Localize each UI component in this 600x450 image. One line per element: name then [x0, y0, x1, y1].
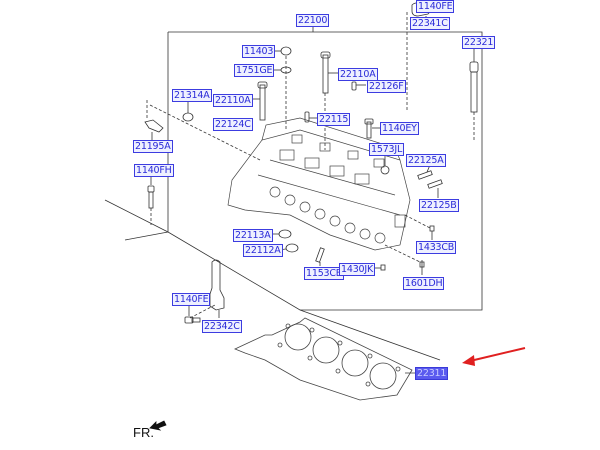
part-label-1430jk[interactable]: 1430JK	[339, 263, 376, 276]
cap-11403	[280, 46, 292, 56]
stud-1153cb	[315, 247, 325, 263]
bracket-21195a	[144, 119, 164, 133]
front-marker-label: FR.	[133, 425, 154, 440]
part-label-22342c[interactable]: 22342C	[202, 320, 242, 333]
head-bolt-22321	[469, 61, 479, 73]
cylinder-head	[227, 117, 411, 251]
front-direction-arrow	[149, 420, 167, 431]
bolt-1140fh	[147, 185, 155, 193]
part-label-22115[interactable]: 22115	[317, 113, 351, 126]
part-label-1573jl[interactable]: 1573JL	[369, 143, 405, 156]
part-label-22321[interactable]: 22321	[462, 36, 496, 49]
head-gasket-22311	[233, 317, 415, 401]
seal-22112a	[285, 243, 299, 253]
part-label-22100[interactable]: 22100	[296, 14, 330, 27]
part-label-1140fe-top[interactable]: 1140FE	[416, 0, 455, 13]
part-label-22112a[interactable]: 22112A	[243, 244, 283, 257]
plug-21314a	[182, 112, 194, 122]
bolt-22110a-left	[259, 84, 266, 121]
bolt-1140ey	[366, 121, 372, 139]
part-label-1601dh[interactable]: 1601DH	[403, 277, 445, 290]
part-label-22125b[interactable]: 22125B	[419, 199, 459, 212]
part-label-1751ge[interactable]: 1751GE	[234, 64, 275, 77]
part-label-1140fh[interactable]: 1140FH	[134, 164, 174, 177]
plug-1430jk	[380, 264, 386, 271]
assembly-frame	[167, 31, 483, 311]
part-label-22126f[interactable]: 22126F	[367, 80, 406, 93]
part-label-22113a[interactable]: 22113A	[233, 229, 273, 242]
part-label-22125a[interactable]: 22125A	[406, 154, 446, 167]
part-label-11403[interactable]: 11403	[242, 45, 276, 58]
part-label-22124c[interactable]: 22124C	[213, 118, 253, 131]
dowel-22115	[304, 111, 310, 123]
part-label-22110a-left[interactable]: 22110A	[213, 94, 253, 107]
seal-22113a	[278, 229, 292, 239]
pointer-arrow	[462, 347, 526, 366]
part-label-1433cb[interactable]: 1433CB	[416, 241, 457, 254]
part-label-21314a[interactable]: 21314A	[172, 89, 212, 102]
bracket-22342c	[209, 259, 225, 311]
part-label-22341c[interactable]: 22341C	[410, 17, 450, 30]
part-label-1140ey[interactable]: 1140EY	[380, 122, 419, 135]
bolt-1140fe	[184, 316, 194, 324]
part-label-1140fe-bottom[interactable]: 1140FE	[172, 293, 211, 306]
part-label-21195a[interactable]: 21195A	[133, 140, 173, 153]
plug-1433cb	[429, 225, 435, 232]
stud-22125b	[427, 179, 443, 189]
dowel-22126f	[351, 81, 357, 91]
plug-1601dh	[419, 261, 425, 268]
bolt-22110a-right	[322, 54, 329, 94]
part-label-22110a-right[interactable]: 22110A	[338, 68, 378, 81]
stud-22125a	[417, 170, 433, 180]
part-label-22311-highlighted[interactable]: 22311	[415, 367, 449, 380]
